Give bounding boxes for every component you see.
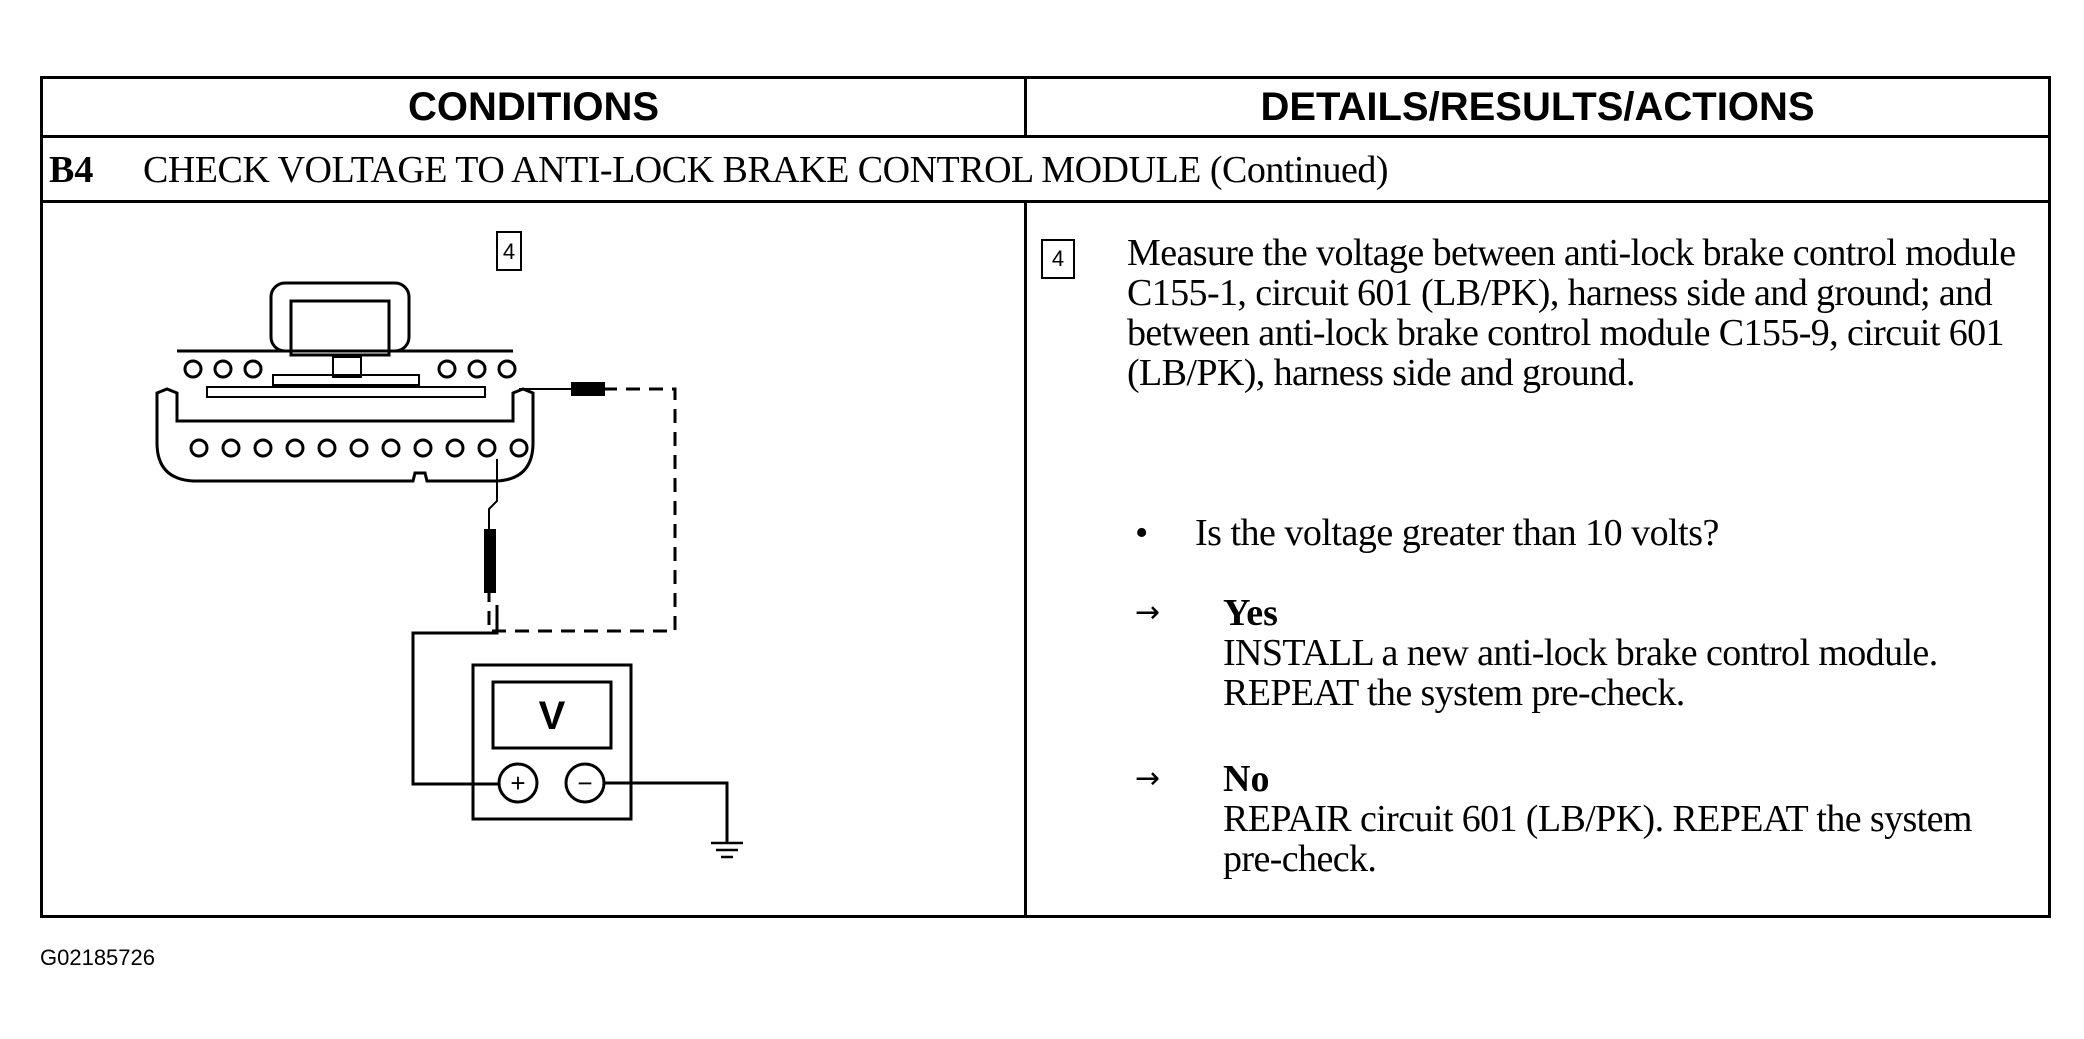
pin-lower-10 <box>477 438 497 458</box>
pin-lower-5 <box>317 438 337 458</box>
pin-upper-3 <box>243 359 263 379</box>
pin-lower-8 <box>413 438 433 458</box>
no-label: No <box>1223 758 1270 800</box>
pin-upper-1 <box>183 359 203 379</box>
yes-label: Yes <box>1223 592 1278 634</box>
voltmeter-body <box>471 663 633 821</box>
step-title: CHECK VOLTAGE TO ANTI-LOCK BRAKE CONTROL… <box>143 149 1389 191</box>
details-results-actions-header: DETAILS/RESULTS/ACTIONS <box>1260 85 1815 129</box>
probe-tip-lower <box>488 459 498 529</box>
probe-lead-dashed <box>487 387 677 633</box>
question-bullet: • <box>1135 512 1149 554</box>
voltmeter-display <box>491 680 613 750</box>
diagnostic-table: CONDITIONS DETAILS/RESULTS/ACTIONS B4 CH… <box>40 76 2051 918</box>
pin-lower-7 <box>381 438 401 458</box>
meter-ground-lead <box>604 781 729 843</box>
voltmeter-label: V <box>539 694 566 738</box>
probe-body-upper <box>571 382 605 396</box>
pin-lower-3 <box>253 438 273 458</box>
connector-body <box>155 387 535 483</box>
wiring-diagram: 4 V + − <box>43 203 1024 915</box>
meter-positive-lead <box>411 605 499 786</box>
connector-lock-tab <box>332 356 362 378</box>
pin-lower-11 <box>509 438 529 458</box>
probe-body-lower <box>484 529 496 593</box>
voltmeter-positive-terminal <box>497 762 539 804</box>
connector-meter-diagram: 4 V + − <box>155 231 743 859</box>
pin-upper-2 <box>213 359 233 379</box>
conditions-header: CONDITIONS <box>43 79 1027 135</box>
details-column: 4 Measure the voltage between anti-lock … <box>1027 203 2048 915</box>
pin-lower-6 <box>349 438 369 458</box>
no-arrow-icon: → <box>1135 761 1161 796</box>
yes-arrow-icon: → <box>1135 595 1161 630</box>
pin-upper-6 <box>497 359 517 379</box>
pin-lower-1 <box>189 438 209 458</box>
pin-lower-9 <box>445 438 465 458</box>
step-code: B4 <box>49 149 94 191</box>
step-divider <box>43 200 2048 203</box>
yes-action-text: INSTALL a new anti-lock brake control mo… <box>1223 632 1938 714</box>
connector-latch-inner <box>289 299 391 357</box>
pin-upper-4 <box>437 359 457 379</box>
figure-id: G02185726 <box>40 945 155 970</box>
details-step-marker: 4 <box>1041 239 1075 279</box>
pin-upper-5 <box>467 359 487 379</box>
negative-terminal-label: − <box>577 768 592 798</box>
diagnostic-question: Is the voltage greater than 10 volts? <box>1195 512 1719 554</box>
pin-lower-2 <box>221 438 241 458</box>
step-title-row: B4 CHECK VOLTAGE TO ANTI-LOCK BRAKE CONT… <box>43 138 2048 202</box>
no-action-text: REPAIR circuit 601 (LB/PK). REPEAT the s… <box>1223 798 1972 880</box>
diagram-step-marker-box <box>496 231 522 271</box>
header-divider <box>43 135 2048 138</box>
pin-lower-4 <box>285 438 305 458</box>
measurement-instruction: Measure the voltage between anti-lock br… <box>1127 232 2016 394</box>
ground-symbol <box>711 841 743 859</box>
connector-lock-bar-upper <box>272 374 420 386</box>
column-divider <box>1024 203 1027 915</box>
positive-terminal-label: + <box>510 768 525 798</box>
diagram-step-marker: 4 <box>503 239 515 264</box>
connector-lock-bar-lower <box>206 386 486 398</box>
